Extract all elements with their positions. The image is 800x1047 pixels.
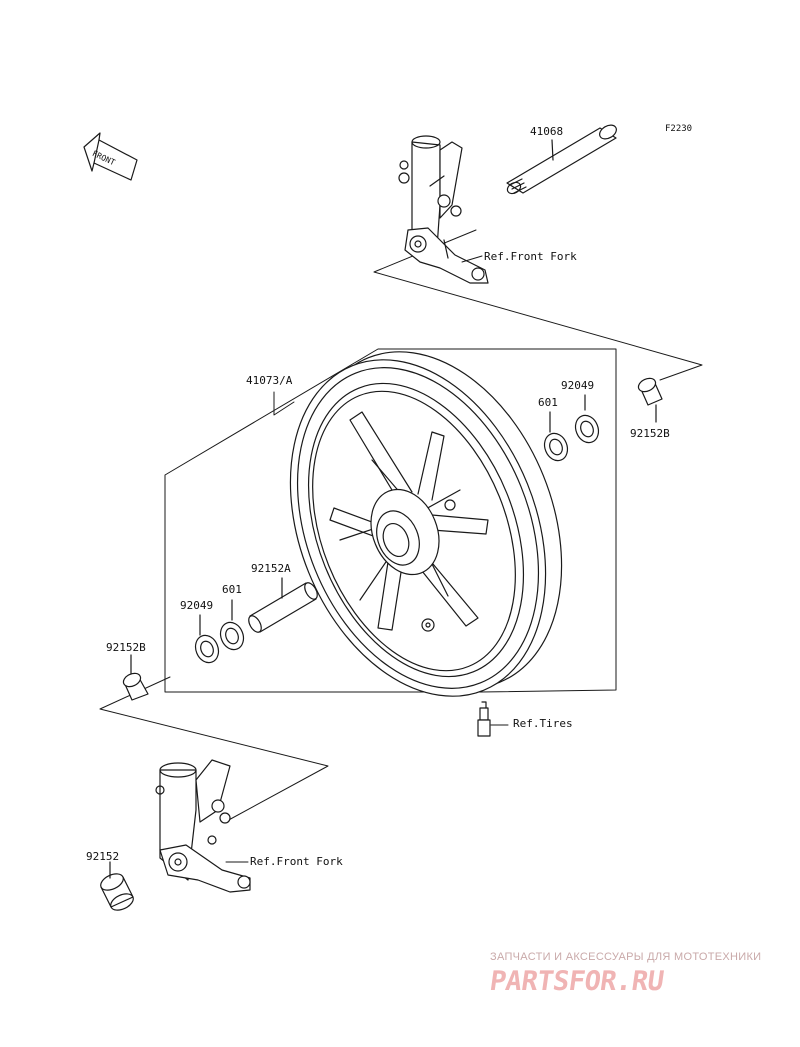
front-fork-upper [398,135,489,284]
bearing-601-left [219,599,245,651]
watermark-tagline: ЗАПЧАСТИ И АКСЕССУАРЫ ДЛЯ МОТОТЕХНИКИ [490,951,762,963]
collar-92152B-right [637,377,663,423]
ref-front-fork-bottom: Ref.Front Fork [250,855,343,868]
front-arrow-icon [83,132,138,181]
ref-tires: Ref.Tires [513,717,573,730]
label-92152B-left: 92152B [106,641,146,654]
seal-92049-left [194,614,220,664]
bearing-601-right [543,411,569,462]
label-601-left: 601 [222,583,242,596]
label-92152B-right: 92152B [630,427,670,440]
collar-92152-bottom [100,861,134,911]
tire-valve [477,701,509,737]
front-wheel [273,351,563,697]
label-92049-left: 92049 [180,599,214,612]
figure-code: F2230 [665,124,693,134]
label-41073A: 41073/A [246,374,293,387]
assembly-box [164,348,617,693]
label-92152: 92152 [86,850,120,863]
seal-92049-right [574,394,600,444]
collar-92152B-left [122,654,149,701]
front-fork-lower [155,759,251,893]
label-92152A: 92152A [251,562,291,575]
label-41068: 41068 [530,125,564,138]
label-92049-right: 92049 [561,379,595,392]
label-601-right: 601 [538,396,558,409]
ref-front-fork-top: Ref.Front Fork [484,250,577,263]
watermark-logo: PARTSFOR.RU [487,966,666,997]
axle-41068 [506,124,617,195]
spacer-92152A [248,577,318,633]
